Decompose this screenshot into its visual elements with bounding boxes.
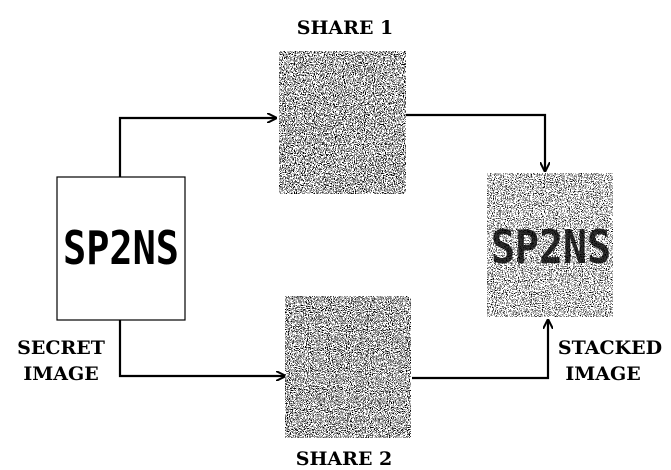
secret-image-text: SP2NS xyxy=(63,221,179,275)
arrow-secret-to-share1 xyxy=(118,118,276,177)
stacked-image: SP2NS xyxy=(487,173,613,317)
secret-image: SP2NS xyxy=(56,176,186,321)
stacked-caption-line2: IMAGE xyxy=(565,363,640,385)
share2-label: SHARE 2 xyxy=(296,448,393,470)
arrow-share2-to-stacked xyxy=(412,320,548,380)
share1-image xyxy=(279,51,406,194)
stacked-caption-line1: STACKED xyxy=(558,337,662,359)
share1-label: SHARE 1 xyxy=(297,17,394,39)
secret-caption-line2: IMAGE xyxy=(23,363,98,385)
connectors xyxy=(118,113,548,380)
secret-caption-line1: SECRET xyxy=(17,337,105,359)
arrow-share1-to-stacked xyxy=(406,113,545,171)
arrow-secret-to-share2 xyxy=(118,320,285,376)
share2-image xyxy=(285,296,411,438)
stacked-image-text: SP2NS xyxy=(491,220,611,274)
